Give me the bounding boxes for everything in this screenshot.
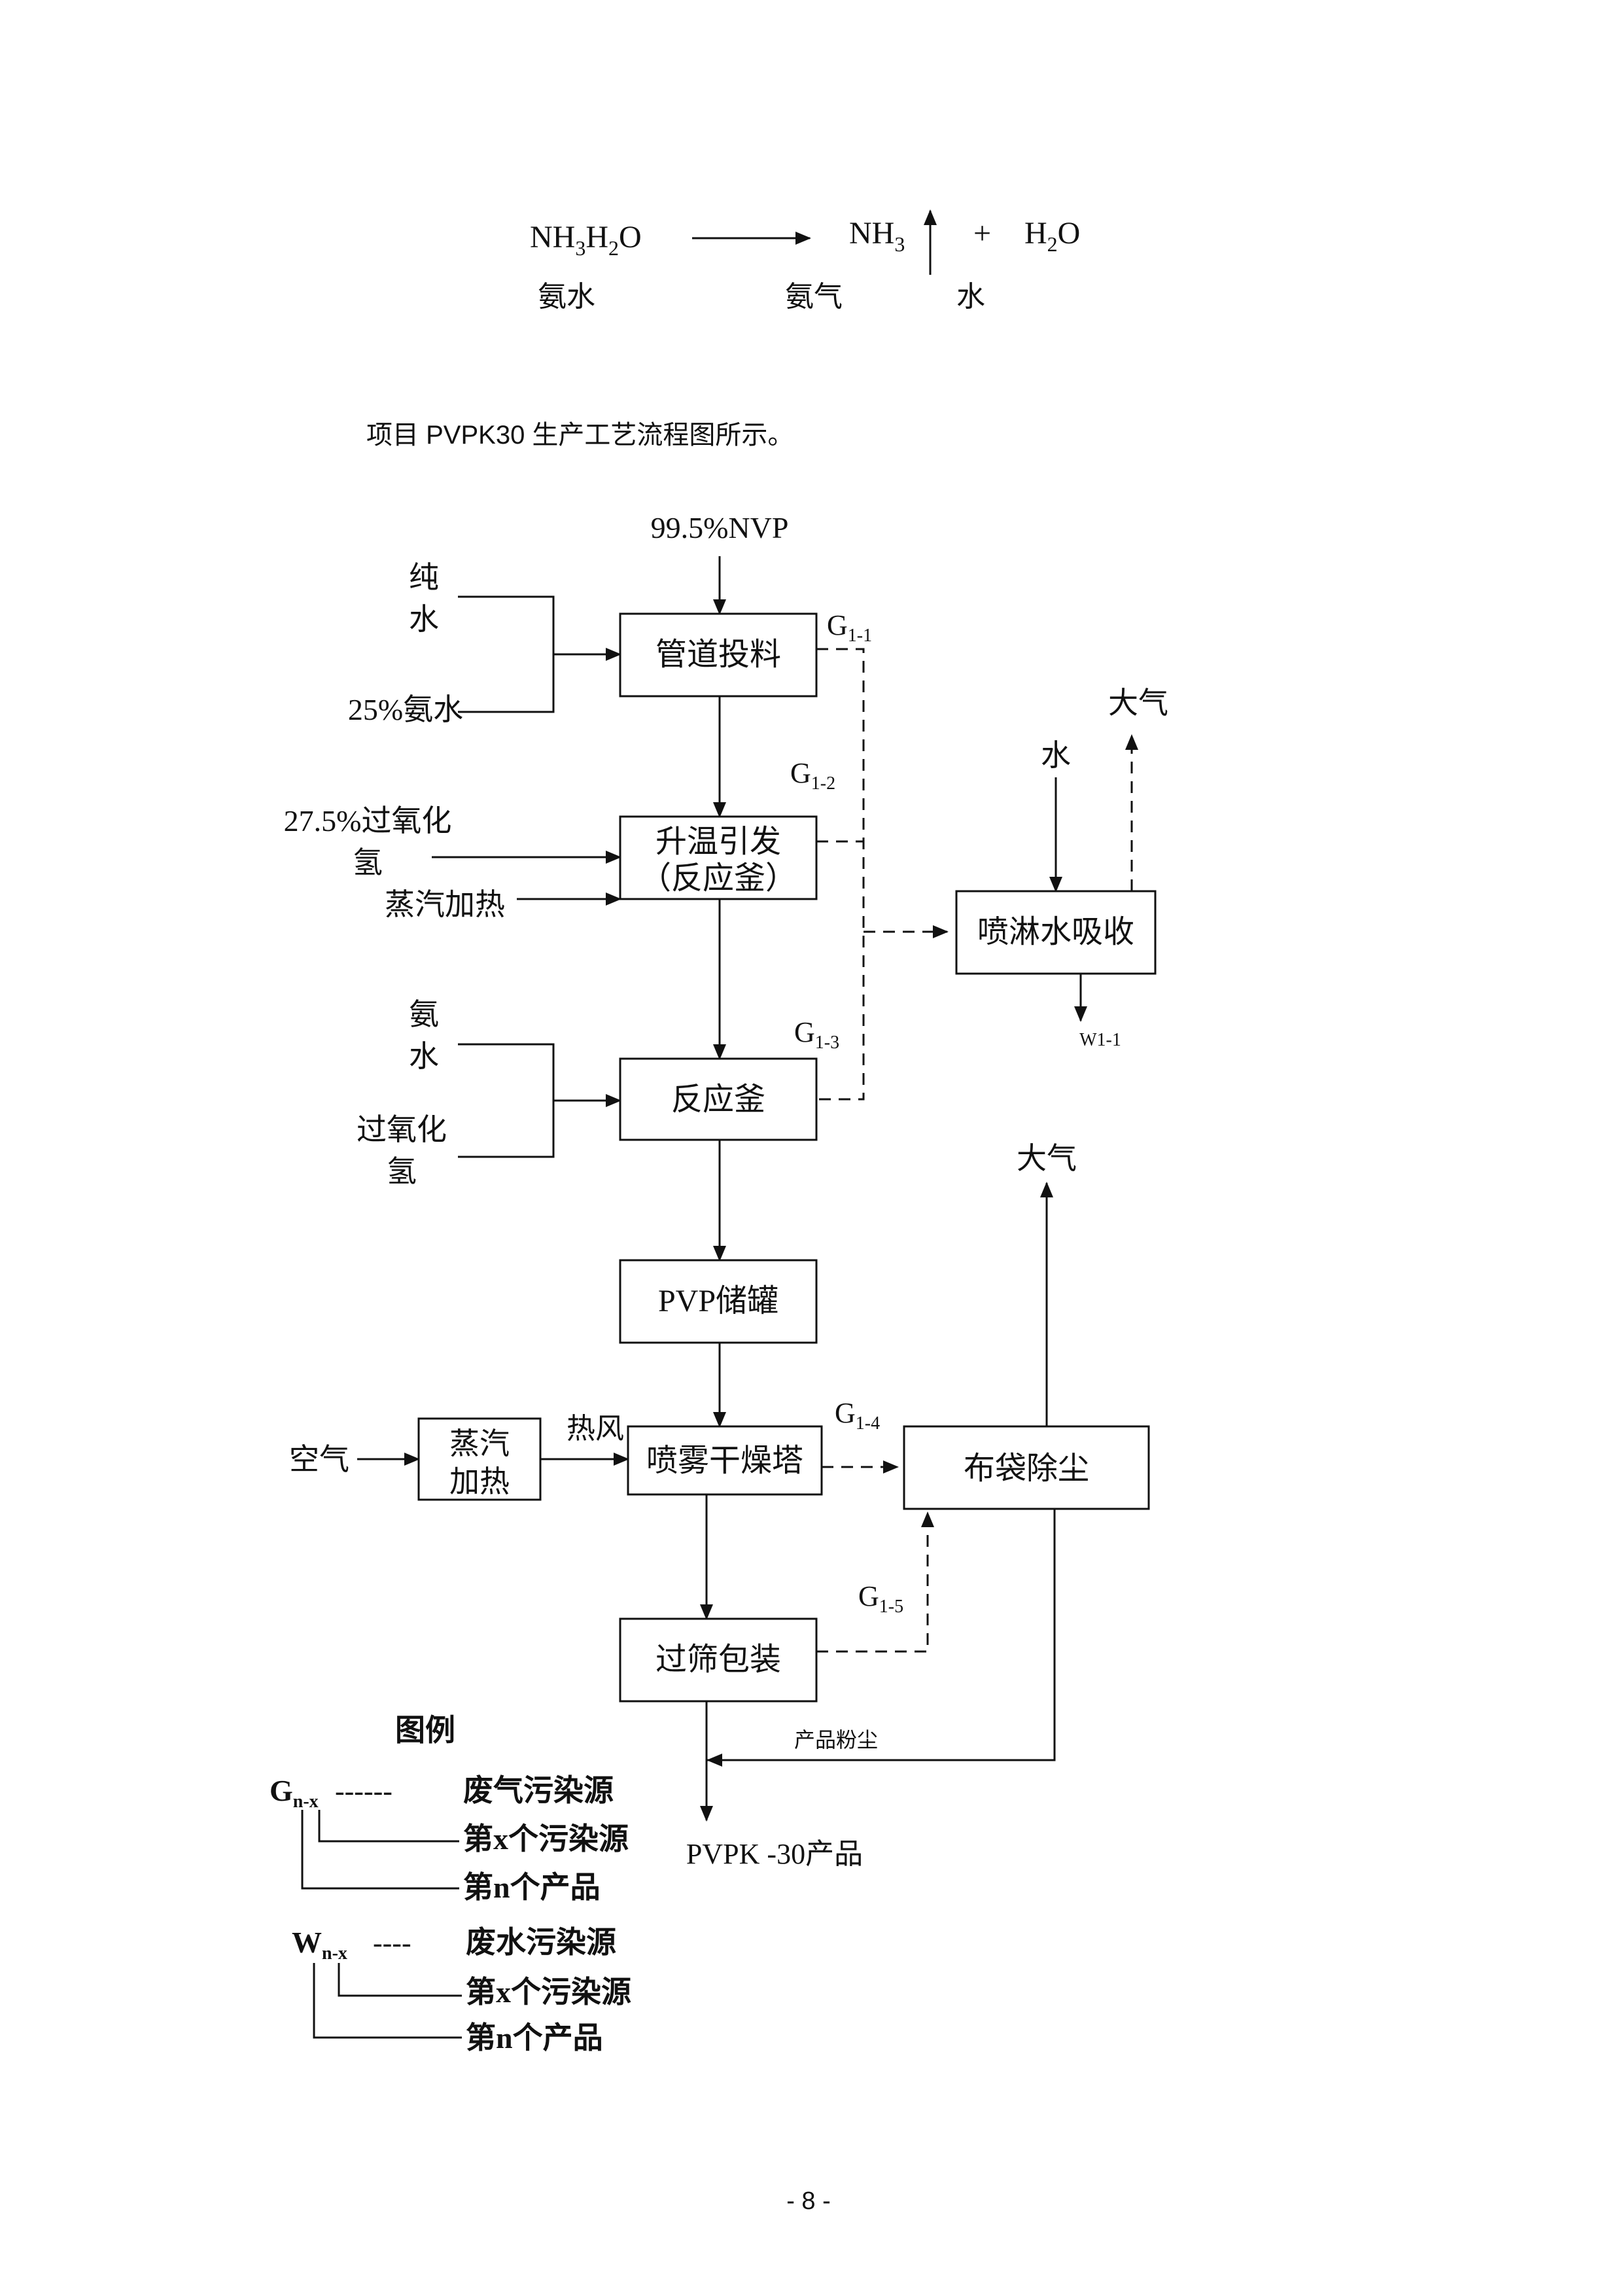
label-spray-dryer: 喷雾干燥塔 [646, 1443, 803, 1478]
box-reactor [619, 1057, 818, 1141]
label-w11: W1-1 [1079, 1030, 1121, 1050]
label-peroxide-2: 氢 [353, 846, 383, 879]
label-ammonia-1: 氨 [409, 998, 439, 1031]
label-nvp: 99.5%NVP [651, 511, 789, 544]
bracket-ammonia-peroxide [458, 1043, 555, 1158]
label-hot-air: 热风 [567, 1413, 624, 1445]
legend-g-desc: 废气污染源 [463, 1774, 614, 1807]
label-steam-heat: 蒸汽加热 [385, 888, 505, 921]
flow-box-labels: 管道投料 升温引发 （反应釜） 反应釜 PVP储罐 喷雾干燥塔 过筛包装 蒸汽 … [449, 637, 1134, 1677]
flow-boxes [417, 612, 1157, 1703]
legend-w-x: 第x个污染源 [466, 1975, 631, 2009]
label-pipe-feed: 管道投料 [655, 637, 781, 672]
box-baghouse [903, 1425, 1150, 1510]
eq-product-water: H2O [1024, 216, 1080, 256]
label-g14: G1-4 [835, 1397, 880, 1434]
label-g15: G1-5 [858, 1580, 903, 1617]
label-atmosphere-1: 大气 [1108, 686, 1168, 720]
page-number: - 8 - [786, 2187, 831, 2215]
eq-plus: + [973, 216, 991, 251]
legend-w-symbol: Wn-x [292, 1926, 347, 1964]
dashed-g15 [816, 1511, 934, 1653]
label-scrubber: 喷淋水吸收 [977, 915, 1134, 949]
box-heat-init [619, 815, 818, 900]
legend-g-symbol: Gn-x [270, 1774, 319, 1812]
legend-g-n-line [301, 1810, 459, 1890]
label-g13: G1-3 [794, 1016, 839, 1053]
intro-text: 项目 PVPK30 生产工艺流程图所示。 [366, 421, 794, 450]
flow-input-labels: 99.5%NVP 纯 水 25%氨水 27.5%过氧化 氢 蒸汽加热 氨 水 过… [284, 511, 1071, 1476]
label-product-dust: 产品粉尘 [794, 1728, 878, 1752]
label-reactor: 反应釜 [671, 1082, 765, 1117]
box-sieve-pack [619, 1617, 818, 1703]
bracket-water-ammonia [458, 595, 555, 713]
label-peroxide-b1: 过氧化 [357, 1113, 447, 1146]
legend-w-x-line [338, 1963, 462, 1997]
chemical-equation: NH3H2O NH3 + H2O 氨水 氨气 水 [530, 209, 1080, 313]
label-peroxide-1: 27.5%过氧化 [284, 804, 452, 838]
label-heat-init-1: 升温引发 [655, 824, 781, 859]
label-heat-init-2: （反应釜） [640, 861, 797, 896]
eq-label-ammonia-gas: 氨气 [785, 281, 843, 313]
label-final-product: PVPK -30产品 [686, 1838, 863, 1870]
box-pvp-tank [619, 1259, 818, 1344]
label-pvp-tank: PVP储罐 [658, 1284, 778, 1318]
label-g11: G1-1 [827, 609, 872, 646]
flow-gas-dashed [816, 648, 1138, 1653]
legend-w-desc: 废水污染源 [466, 1926, 616, 1959]
box-scrubber [955, 890, 1157, 975]
label-ammonia-2: 水 [409, 1040, 439, 1073]
label-steam-box-1: 蒸汽 [449, 1427, 510, 1460]
label-g12: G1-2 [790, 757, 835, 794]
legend-g-n: 第n个产品 [463, 1871, 601, 1904]
legend-w-dashes: ---- [373, 1927, 411, 1959]
line-product-dust-return [707, 1509, 1056, 1761]
eq-product-ammonia: NH3 [849, 216, 905, 256]
eq-reactant: NH3H2O [530, 220, 642, 260]
box-pipe-feed [619, 612, 818, 698]
label-atmosphere-2: 大气 [1017, 1142, 1077, 1175]
label-water: 水 [1041, 739, 1071, 772]
legend-g-x: 第x个污染源 [463, 1822, 629, 1856]
label-baghouse: 布袋除尘 [964, 1451, 1089, 1486]
label-peroxide-b2: 氢 [387, 1155, 417, 1188]
legend-w-n: 第n个产品 [466, 2021, 603, 2055]
label-pure-water-1: 纯 [409, 561, 439, 594]
legend: 图例 Gn-x ------ 废气污染源 第x个污染源 第n个产品 Wn-x -… [270, 1714, 631, 2055]
legend-title: 图例 [395, 1714, 455, 1747]
label-sieve-pack: 过筛包装 [655, 1642, 781, 1677]
box-steam-heat [417, 1417, 542, 1501]
box-spray-dryer [627, 1425, 823, 1496]
label-ammonia-25: 25%氨水 [348, 693, 463, 726]
legend-w-n-line [313, 1963, 462, 2039]
dashed-g11-g13-collector [816, 648, 865, 1101]
label-steam-box-2: 加热 [449, 1465, 510, 1498]
eq-label-water: 水 [956, 281, 985, 313]
legend-g-x-line [318, 1810, 459, 1843]
flow-emission-labels: G1-1 G1-2 G1-3 G1-4 G1-5 大气 大气 W1-1 产品粉尘… [686, 609, 1168, 1870]
legend-g-dashes: ------ [335, 1775, 393, 1807]
flow-main [357, 556, 1087, 1822]
eq-label-ammonia-water: 氨水 [538, 281, 595, 313]
label-air: 空气 [289, 1443, 349, 1476]
label-pure-water-2: 水 [409, 603, 439, 636]
